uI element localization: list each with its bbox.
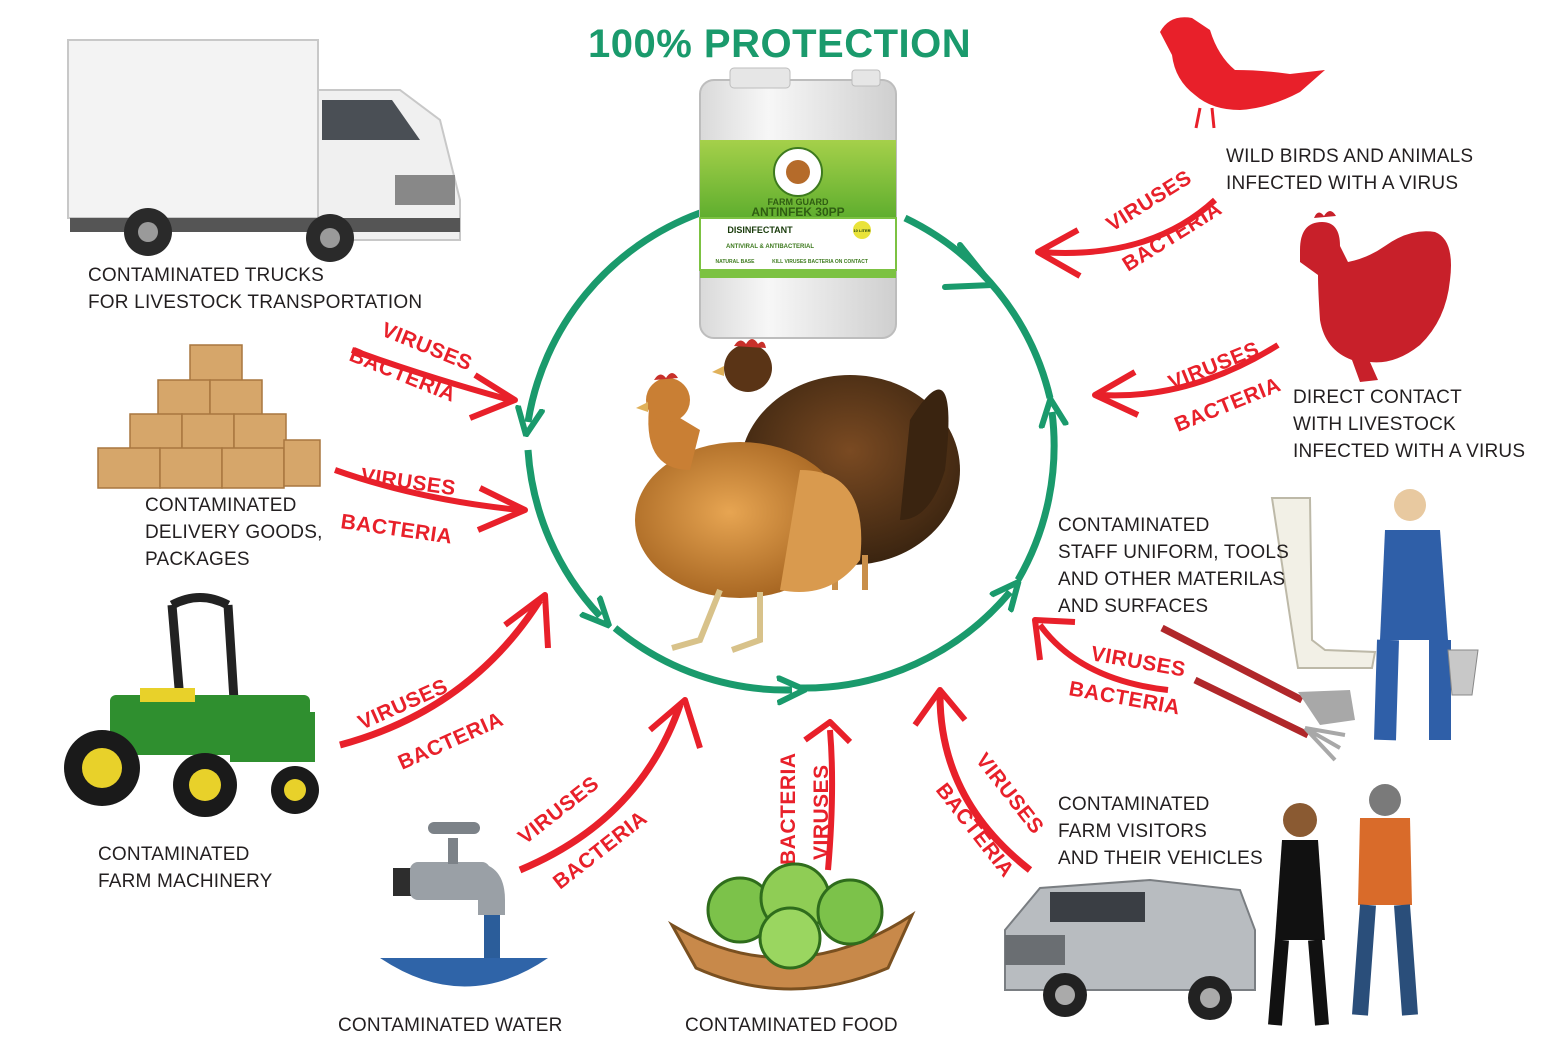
- threat-arrow-wildbirds: VIRUSES BACTERIA: [1035, 166, 1226, 279]
- food-bowl-icon: [667, 862, 916, 991]
- threat-arrow-trucks: VIRUSES BACTERIA: [346, 318, 518, 421]
- faucet-icon: [380, 822, 548, 987]
- threat-arrow-staff: VIRUSES BACTERIA: [1032, 617, 1187, 719]
- product-type: DISINFECTANT: [727, 225, 793, 235]
- product-name: ANTINFEK 30PP: [751, 205, 844, 219]
- label-food: CONTAMINATED FOOD: [685, 1015, 898, 1036]
- product-subtitle: ANTIVIRAL & ANTIBACTERIAL: [726, 244, 814, 250]
- boxes-icon: [97, 344, 321, 489]
- farmer-icon: [1160, 489, 1479, 762]
- product-brand: FARM GUARD: [768, 197, 829, 207]
- threat-word-bacteria: BACTERIA: [339, 510, 454, 548]
- cycle-arc-top-right: [903, 214, 1054, 399]
- cycle-arc-left: [524, 449, 600, 616]
- product-footnote-left: NATURAL BASE: [716, 259, 756, 265]
- visitors-icon: [1004, 784, 1418, 1026]
- threat-word-bacteria: BACTERIA: [777, 753, 800, 866]
- threat-arrow-visitors: VIRUSES BACTERIA: [912, 687, 1048, 882]
- threat-arrow-machinery: VIRUSES BACTERIA: [339, 592, 551, 775]
- page-title: 100% PROTECTION: [588, 22, 972, 66]
- threat-arrow-food: BACTERIA VIRUSES: [777, 719, 853, 871]
- cycle-arc-bottom: [612, 625, 792, 690]
- product-badge: [853, 221, 871, 239]
- cycle-arc-bottom-right: [799, 592, 1010, 692]
- chickens-illustration: [635, 339, 960, 653]
- cycle-arc-top-left: [528, 209, 702, 422]
- cycle-arc-right: [1014, 412, 1054, 582]
- product-footnote-right: KILL VIRUSES BACTERIA ON CONTACT: [772, 259, 868, 265]
- truck-icon: [67, 39, 461, 262]
- disinfectant-jug: FARM GUARD ANTINFEK 30PP DISINFECTANT 10…: [699, 67, 897, 339]
- threat-word-viruses: VIRUSES: [359, 464, 457, 500]
- hen-silhouette-icon: [1300, 211, 1451, 382]
- threat-arrow-packages: VIRUSES BACTERIA: [334, 464, 528, 549]
- tractor-icon: [64, 593, 319, 817]
- threat-word-viruses: VIRUSES: [514, 772, 604, 849]
- threat-arrow-livestock: VIRUSES BACTERIA: [1092, 337, 1284, 437]
- product-badge-text: 10 LITER: [853, 228, 870, 233]
- label-water: CONTAMINATED WATER: [338, 1015, 563, 1036]
- cycle-arrowhead-top-right: [942, 242, 995, 290]
- threat-word-viruses: VIRUSES: [810, 764, 833, 860]
- protection-cycle: [524, 209, 1054, 692]
- threat-arrow-water: VIRUSES BACTERIA: [514, 697, 703, 894]
- bird-silhouette-icon: [1160, 17, 1325, 129]
